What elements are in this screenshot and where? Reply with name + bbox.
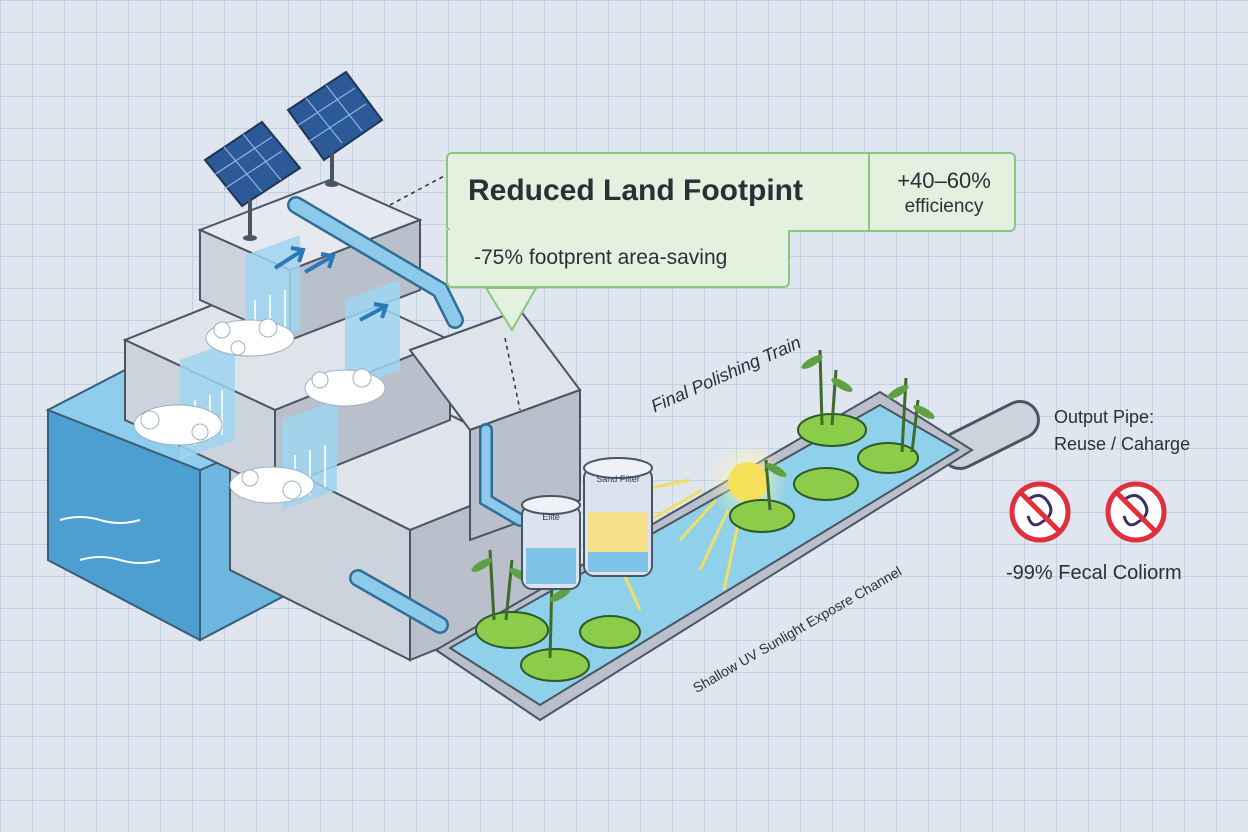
callout-title: Reduced Land Footpint xyxy=(468,174,803,207)
callout-divider xyxy=(868,154,870,230)
footprint-saving-callout: -75% footprent area-saving xyxy=(446,230,790,288)
output-pipe-line2: Reuse / Caharge xyxy=(1054,434,1191,454)
callout-pointer xyxy=(389,174,538,411)
aeration-foam xyxy=(133,318,386,504)
solar-panel-icon xyxy=(203,70,384,241)
land-footprint-callout: Reduced Land Footpint +40–60% efficiency xyxy=(446,152,1016,232)
footprint-saving-text: -75% footprent area-saving xyxy=(474,246,728,269)
efficiency-stat: +40–60% efficiency xyxy=(872,168,1016,218)
sand-filter-label: Sand Filter xyxy=(596,474,640,484)
fecal-coliform-label: -99% Fecal Coliorm xyxy=(1006,562,1182,584)
output-pipe-label: Output Pipe: Reuse / Caharge xyxy=(1054,404,1190,458)
efficiency-value: +40–60% xyxy=(897,168,991,193)
output-pipe-line1: Output Pipe: xyxy=(1054,407,1155,427)
filter-tanks xyxy=(521,457,653,590)
no-bacteria-icon xyxy=(1009,481,1167,543)
efficiency-label: efficiency xyxy=(904,196,984,217)
lily-pads xyxy=(475,413,919,682)
pipe-network xyxy=(287,196,1040,634)
tank-left-label: Elite xyxy=(542,512,560,522)
